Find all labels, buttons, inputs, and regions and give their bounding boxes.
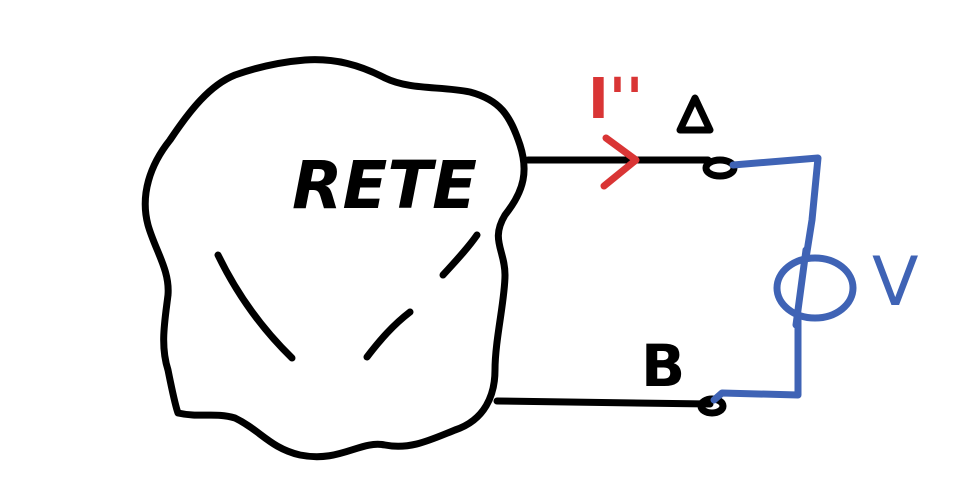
current-label: I'' — [588, 67, 643, 132]
network-label: RETE — [292, 147, 477, 224]
terminal-a — [702, 156, 738, 180]
terminal-b-label: B — [641, 332, 685, 400]
current-arrow-icon — [600, 134, 640, 190]
voltage-wire-top — [729, 154, 822, 262]
voltage-wire-bottom — [710, 311, 802, 404]
network-hatch-stroke — [363, 308, 414, 361]
voltmeter-circle — [773, 254, 857, 322]
network-hatch-stroke — [214, 251, 296, 362]
voltage-label: V — [872, 243, 919, 322]
voltmeter-axis — [792, 246, 810, 329]
network-hatch-stroke — [439, 231, 481, 279]
terminal-a-glyph — [676, 94, 714, 134]
network-blob-outline — [141, 56, 528, 461]
wire-bottom — [493, 397, 714, 408]
